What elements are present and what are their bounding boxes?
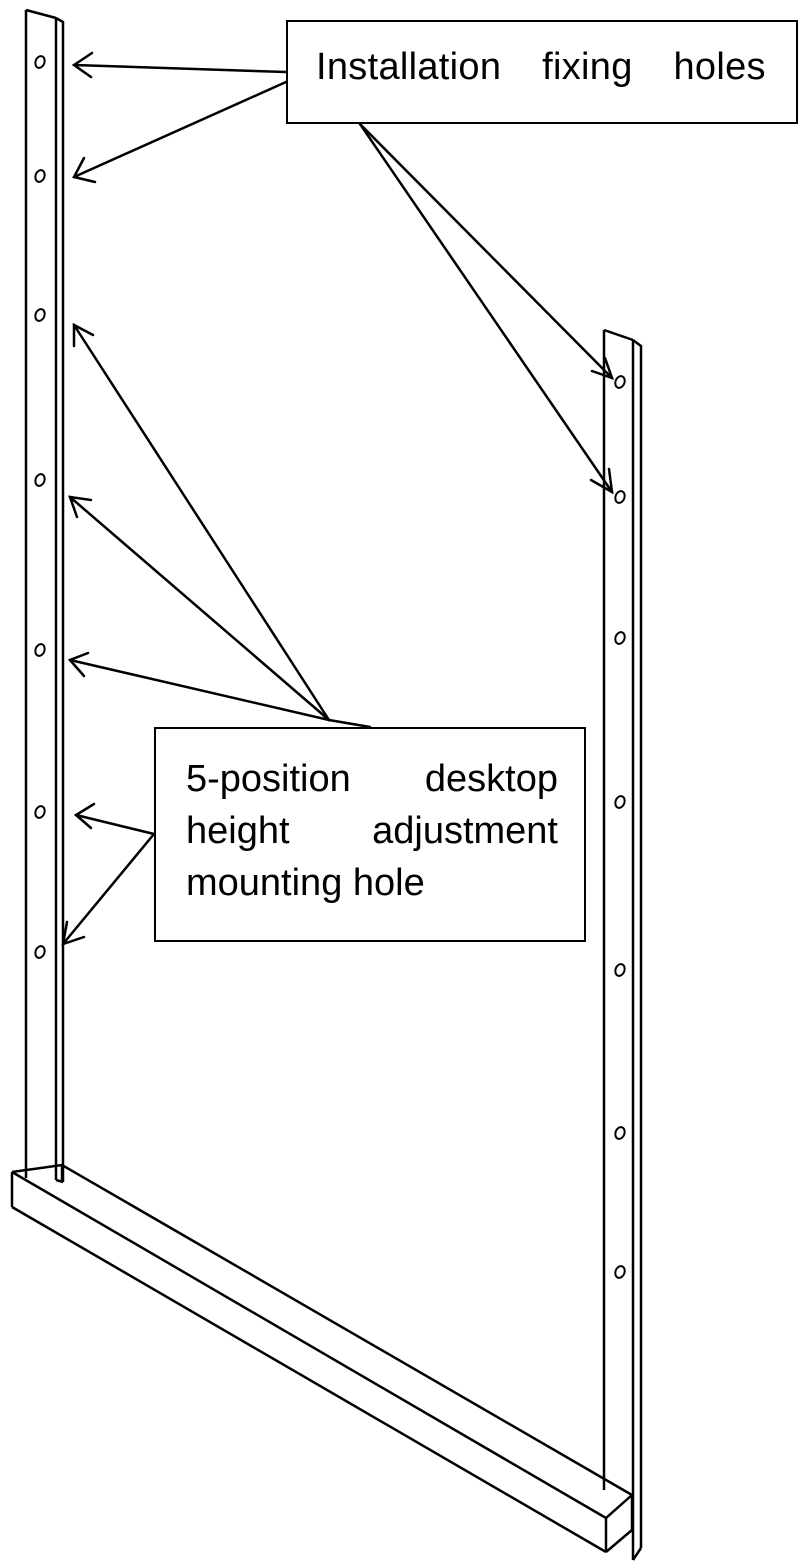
leader-adjust-1 — [72, 323, 331, 722]
hole-right-7 — [614, 1265, 626, 1279]
leader-adjust-3 — [68, 658, 331, 722]
hole-right-6 — [614, 1126, 626, 1140]
leader-install-1 — [72, 63, 288, 74]
leader-adjust-2 — [68, 495, 331, 722]
arrowhead-adjust-5 — [73, 802, 96, 830]
hole-right-5 — [614, 963, 626, 977]
arrowhead-adjust-2 — [68, 495, 93, 519]
arrowhead-install-3 — [590, 356, 615, 381]
base-rail — [10, 1163, 634, 1554]
installation-holes-label: Installation fixing holes — [316, 46, 766, 88]
leader-install-4 — [358, 122, 614, 494]
left-post-holes — [34, 55, 46, 959]
adjustment-leader-lines — [61, 322, 372, 946]
hole-right-3 — [614, 631, 626, 645]
arrowhead-install-4 — [589, 467, 614, 495]
leader-adjust-5 — [74, 813, 156, 836]
installation-leader-lines — [71, 51, 615, 495]
hole-left-1 — [34, 55, 46, 69]
hole-left-4 — [34, 473, 46, 487]
hole-left-6 — [34, 805, 46, 819]
leader-adjust-4 — [327, 718, 372, 729]
leader-adjust-6 — [61, 832, 156, 946]
hole-right-4 — [614, 795, 626, 809]
right-post — [602, 328, 643, 1561]
hole-left-2 — [34, 169, 46, 183]
leader-install-3 — [358, 122, 614, 380]
arrowhead-install-1 — [71, 51, 94, 79]
hole-left-7 — [34, 945, 46, 959]
hole-right-1 — [614, 375, 626, 389]
height-adjustment-label: 5-position desktop height adjustment mou… — [186, 758, 558, 904]
arrowhead-adjust-6 — [61, 920, 86, 946]
right-post-holes — [614, 375, 626, 1279]
hole-right-2 — [614, 490, 626, 504]
arrowhead-adjust-3 — [67, 651, 90, 678]
hole-left-5 — [34, 643, 46, 657]
left-post — [24, 8, 65, 1184]
arrowhead-install-2 — [72, 156, 97, 184]
height-adjustment-label-box: 5-position desktop height adjustment mou… — [154, 727, 586, 942]
installation-holes-label-box: Installation fixing holes — [286, 20, 798, 124]
arrowhead-adjust-1 — [72, 322, 95, 348]
leader-install-2 — [72, 80, 288, 179]
hole-left-3 — [34, 308, 46, 322]
